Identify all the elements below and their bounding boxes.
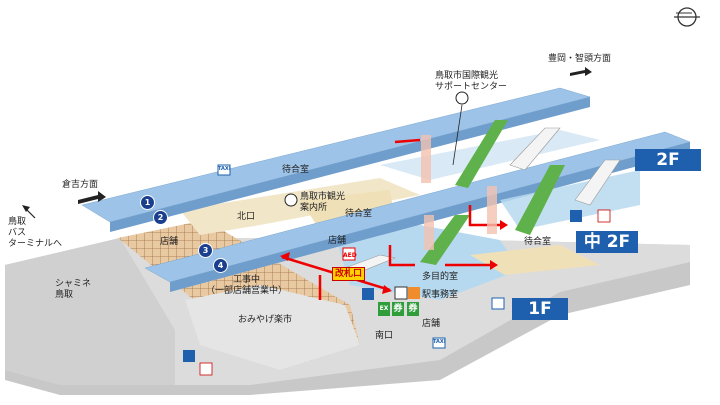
- label-shamine-1: シャミネ: [55, 279, 92, 289]
- label-shamine-2: 鳥取: [55, 290, 74, 300]
- platform-2: 2: [153, 210, 168, 225]
- taxi-label-1: TAXI: [218, 166, 231, 172]
- label-waiting-room-2f: 待合室: [282, 165, 310, 175]
- compass-icon: [674, 7, 700, 27]
- label-north-exit: 北口: [237, 212, 256, 222]
- label-kurayoshi: 倉吉方面: [62, 180, 99, 190]
- ticket-label-2: 券: [408, 304, 418, 314]
- lower-shops: [185, 285, 360, 370]
- label-construction-2: （一部店舗営業中）: [206, 286, 288, 296]
- shop-area-north: [180, 178, 420, 235]
- platform-3: 3: [198, 243, 213, 258]
- label-omiyage: おみやげ楽市: [238, 315, 293, 325]
- ex-label: EX: [379, 305, 389, 312]
- ticket-machine-icon: [362, 286, 420, 316]
- aed-icon: [342, 247, 356, 261]
- ticket-label-1: 券: [393, 304, 403, 314]
- info-question-icon: [284, 91, 469, 207]
- floor-badge-mid2f: 中 2F: [576, 231, 638, 253]
- label-bus-3: ターミナルへ: [8, 239, 63, 249]
- label-tourist-support-2: サポートセンター: [435, 82, 508, 92]
- taxi-label-2: TAXI: [433, 339, 446, 345]
- label-toyooka: 豊岡・智頭方面: [548, 54, 612, 64]
- label-bus-1: 鳥取: [8, 217, 27, 227]
- platform-1: 1: [140, 195, 155, 210]
- label-waiting-room-1f: 待合室: [345, 209, 373, 219]
- floor-badge-2f: 2F: [635, 149, 701, 171]
- aed-label: AED: [343, 252, 357, 259]
- label-multipurpose: 多目的室: [422, 272, 459, 282]
- shamine-area: [5, 238, 175, 385]
- arrow-heads: [280, 220, 508, 294]
- direction-arrow-bus: [22, 205, 36, 219]
- label-tourist-info-1: 鳥取市観光: [300, 192, 346, 202]
- label-waiting-room-mid: 待合室: [524, 237, 552, 247]
- label-bus-2: バス: [8, 228, 27, 238]
- accessible-toilet-icon: [183, 209, 611, 376]
- escalator-icon: [420, 120, 565, 265]
- label-south-exit: 南口: [375, 331, 394, 341]
- label-shop-left: 店舗: [160, 237, 179, 247]
- service-counter-icon: [491, 297, 505, 310]
- platform-4: 4: [213, 258, 228, 273]
- ticket-gate-label: 改札口: [332, 267, 366, 281]
- label-shop-center: 店舗: [328, 236, 347, 246]
- track-upper-2f-side: [110, 97, 590, 232]
- floor-badge-1f: 1F: [512, 298, 568, 320]
- elevator-icon: [421, 135, 497, 250]
- callout-line: [452, 104, 463, 166]
- label-tourist-support-1: 鳥取市国際観光: [435, 71, 499, 81]
- shop-area-right: [470, 245, 600, 275]
- label-tourist-info-2: 案内所: [300, 203, 328, 213]
- label-station-office: 駅事務室: [422, 290, 459, 300]
- direction-arrow-kurayoshi: [78, 191, 106, 204]
- label-shop-south: 店舗: [422, 319, 441, 329]
- label-construction-1: 工事中: [233, 275, 261, 285]
- taxi-icon: [217, 164, 446, 349]
- direction-arrow-toyooka: [570, 67, 592, 76]
